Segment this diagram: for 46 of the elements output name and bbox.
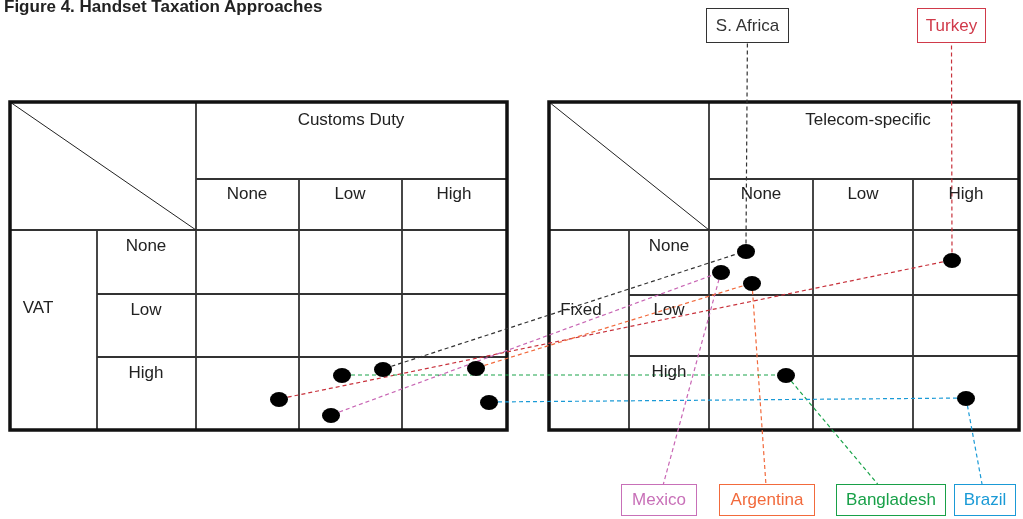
table-header-text: Fixed <box>560 300 602 320</box>
figure-title: Figure 4. Handset Taxation Approaches <box>4 0 323 17</box>
table-header-text: Customs Duty <box>297 110 405 130</box>
table-header-text: Telecom-specific <box>805 110 931 130</box>
country-label: Argentina <box>719 484 815 516</box>
dot-marker <box>777 367 795 383</box>
table-header-text: Low <box>334 184 366 204</box>
dot-marker <box>957 390 975 406</box>
country-label: Brazil <box>954 484 1016 516</box>
dot-marker <box>322 407 340 423</box>
dot-marker <box>943 252 961 268</box>
table-header-text: None <box>226 184 268 204</box>
dot-marker <box>712 264 730 280</box>
table-header-text: Low <box>653 300 685 320</box>
table-header-text: Low <box>847 184 879 204</box>
table-header-text: Low <box>130 300 162 320</box>
dot-marker <box>270 391 288 407</box>
dashed-connector <box>287 261 944 398</box>
table-header-text: None <box>740 184 782 204</box>
dot-marker <box>374 361 392 377</box>
table-header-text: High <box>948 184 984 204</box>
dashed-connector <box>483 285 745 366</box>
dot-marker <box>743 275 761 291</box>
dashed-connector <box>790 380 879 485</box>
country-label: Bangladesh <box>836 484 946 516</box>
dot-marker <box>480 394 498 410</box>
table-header-text: High <box>128 363 164 383</box>
dashed-connector <box>966 404 983 485</box>
dot-marker <box>467 360 485 376</box>
country-label: Mexico <box>621 484 697 516</box>
table-header-text: None <box>648 236 690 256</box>
dashed-connector <box>350 374 778 376</box>
country-label: Turkey <box>917 8 986 43</box>
country-label: S. Africa <box>706 8 789 43</box>
dashed-connector <box>497 397 958 403</box>
dot-marker <box>333 367 351 383</box>
table-header-text: High <box>651 362 687 382</box>
table-header-text: VAT <box>22 298 54 318</box>
dashed-connector <box>338 274 714 413</box>
dot-marker <box>737 243 755 259</box>
dashed-connector <box>745 42 748 245</box>
dashed-connector <box>950 42 953 254</box>
table-header-text: None <box>125 236 167 256</box>
dashed-connector <box>751 289 767 485</box>
table-header-text: High <box>436 184 472 204</box>
dashed-connector <box>662 278 720 485</box>
